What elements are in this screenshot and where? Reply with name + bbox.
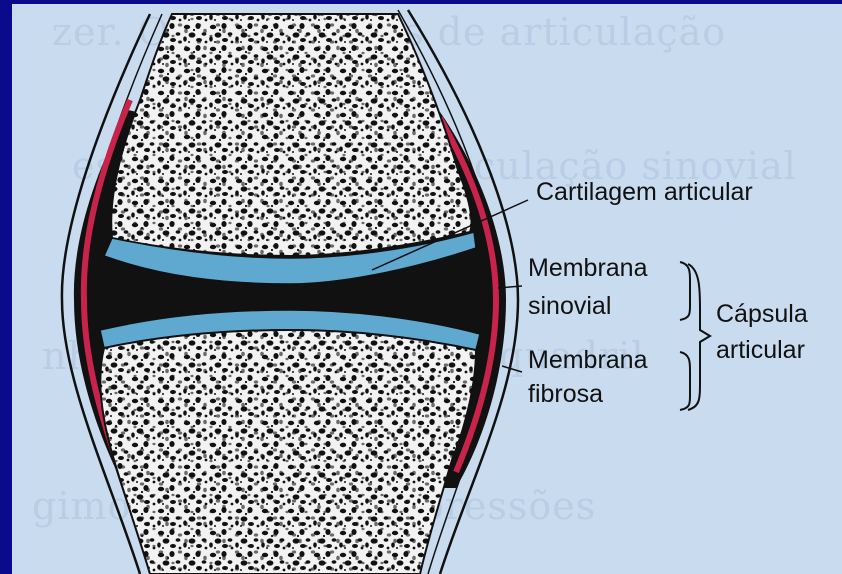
leader-line-fibrosa: [502, 366, 522, 372]
bracket-membrana-fibrosa: [680, 352, 690, 410]
label-membrana-fibrosa-line1: Membrana: [528, 346, 648, 374]
label-cartilagem-articular: Cartilagem articular: [536, 178, 753, 206]
bracket-membrana-sinovial: [680, 262, 690, 320]
label-capsula-line2: articular: [716, 336, 805, 364]
label-membrana-sinovial-line2: sinovial: [528, 292, 611, 320]
label-membrana-sinovial-line1: Membrana: [528, 254, 648, 282]
bracket-capsula: [688, 264, 710, 410]
label-membrana-fibrosa-line2: fibrosa: [528, 380, 603, 408]
label-capsula-line1: Cápsula: [716, 300, 808, 328]
